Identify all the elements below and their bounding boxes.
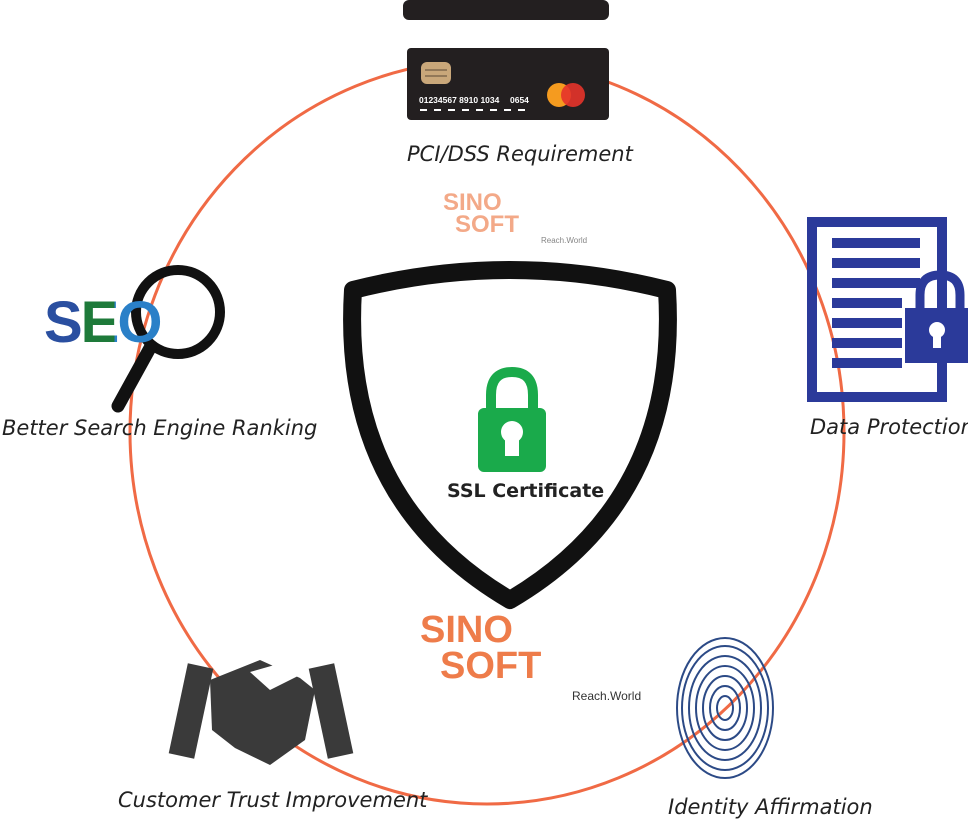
label-pci-dss: PCI/DSS Requirement: [407, 142, 633, 166]
card-code: 0654: [510, 95, 529, 105]
seo-magnifier-icon: SEO: [44, 265, 225, 413]
credit-card-icon: 01234567 8910 1034 0654: [403, 0, 609, 120]
label-data-protection: Data Protection: [810, 415, 968, 439]
center-title: SSL Certificate: [447, 480, 605, 502]
seo-text: SEO: [44, 290, 161, 355]
logo-tagline: Reach.World: [572, 689, 642, 703]
label-search-ranking: Better Search Engine Ranking: [2, 416, 318, 440]
logo-line1: SINO: [420, 609, 513, 651]
logo-line2: SOFT: [440, 645, 542, 687]
fingerprint-icon: [676, 637, 774, 779]
card-number: 01234567 8910 1034: [419, 95, 500, 105]
logo-tagline: Reach.World: [541, 236, 588, 245]
handshake-icon: [168, 660, 354, 765]
logo-line1: SINO: [443, 189, 502, 216]
label-customer-trust: Customer Trust Improvement: [118, 788, 428, 812]
logo-line2: SOFT: [455, 211, 519, 238]
padlock-icon: [478, 366, 546, 472]
label-identity-affirmation: Identity Affirmation: [668, 795, 873, 819]
locked-document-icon: [807, 217, 968, 402]
